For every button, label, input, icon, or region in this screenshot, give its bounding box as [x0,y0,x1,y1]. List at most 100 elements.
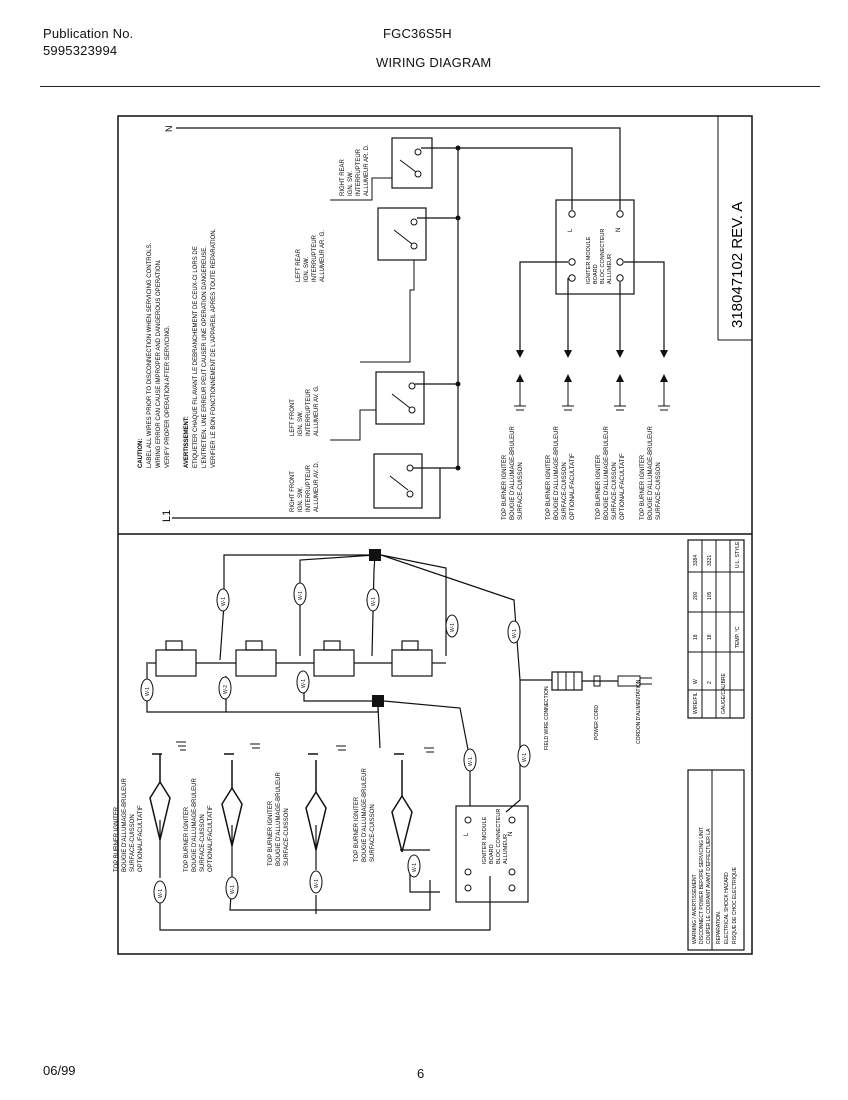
svg-text:BLOC CONNECTEUR: BLOC CONNECTEUR [600,229,606,284]
neutral-label: N [164,126,174,133]
svg-text:COUPER LE COURANT AVANT D'EFFE: COUPER LE COURANT AVANT D'EFFECTUER LA [706,828,712,944]
svg-text:BOUGIE D'ALLUMAGE-BRULEUR: BOUGIE D'ALLUMAGE-BRULEUR [604,426,610,520]
svg-text:IGN. SW.: IGN. SW. [298,487,304,512]
svg-text:L: L [568,228,574,232]
svg-text:WARNING / AVERTISSEMENT: WARNING / AVERTISSEMENT [692,874,698,944]
wire-tag: W-1 [366,588,380,612]
svg-text:2: 2 [707,681,713,684]
svg-text:N: N [508,832,514,836]
svg-text:W-1: W-1 [298,591,304,600]
svg-text:L: L [464,832,470,836]
svg-text:N: N [616,228,622,232]
model-number: FGC36S5H [383,26,452,41]
switch-label-right-front: RIGHT FRONT IGN. SW. INTERRUPTEUR ALLUME… [290,461,320,512]
field-wire-label: FIELD WIRE CONNECTION [544,686,550,750]
publication-number: 5995323994 [43,43,118,58]
svg-text:W-1: W-1 [522,753,528,762]
wire-tag: W-1 [153,880,167,904]
svg-text:IGNITER MODULE: IGNITER MODULE [482,816,488,864]
svg-text:REPARATION.: REPARATION. [716,911,722,944]
svg-text:SURFACE-CUISSON: SURFACE-CUISSON [656,462,662,520]
svg-text:SURFACE-CUISSON: SURFACE-CUISSON [130,814,136,872]
diagram-frame [117,115,753,955]
switch-body-left-rear [235,649,277,677]
svg-text:DISCONNECT POWER BEFORE SERVIC: DISCONNECT POWER BEFORE SERVICING UNIT. [699,826,705,944]
svg-text:TOP BURNER IGNITER: TOP BURNER IGNITER [546,454,552,520]
svg-text:INTERRUPTEUR: INTERRUPTEUR [312,234,318,282]
svg-text:ALLUMEUR: ALLUMEUR [607,254,613,284]
page-title: WIRING DIAGRAM [376,55,492,70]
svg-text:IGNITER MODULE: IGNITER MODULE [586,236,592,284]
ignition-switch-right-front [373,453,458,509]
svg-text:W-1: W-1 [145,687,151,696]
svg-text:ALLUMEUR AR. G.: ALLUMEUR AR. G. [320,230,326,282]
caution-title: CAUTION: [138,439,144,468]
svg-text:BOUGIE D'ALLUMAGE-BRULEUR: BOUGIE D'ALLUMAGE-BRULEUR [192,778,198,872]
power-cord-label: POWER CORD [594,705,600,740]
line-label: L1 [161,510,173,522]
igniter-label-top-4: TOP BURNER IGNITER BOUGIE D'ALLUMAGE-BRU… [640,426,662,520]
svg-text:TOP BURNER IGNITER: TOP BURNER IGNITER [114,806,120,872]
svg-text:RIGHT REAR: RIGHT REAR [340,158,346,196]
svg-text:W-1: W-1 [221,597,227,606]
svg-text:OPTIONAL/FACULTATIF: OPTIONAL/FACULTATIF [138,805,144,872]
caution-line: LABEL ALL WIRES PRIOR TO DISCONNECTION W… [147,242,153,468]
svg-text:INTERRUPTEUR: INTERRUPTEUR [306,464,312,512]
ignition-switch-right-rear [330,137,458,201]
publication-label: Publication No. [43,26,134,41]
svg-text:W-1: W-1 [301,679,307,688]
svg-text:200: 200 [693,591,699,600]
igniter-label-bottom-1: TOP BURNER IGNITER BOUGIE D'ALLUMAGE-BRU… [114,778,144,872]
switch-label-left-front: LEFT FRONT IGN. SW. INTERRUPTEUR ALLUMEU… [290,385,320,436]
svg-text:RISQUE DE CHOC ELECTRIQUE: RISQUE DE CHOC ELECTRIQUE [732,866,738,944]
svg-text:W-1: W-1 [158,889,164,898]
svg-text:TOP BURNER IGNITER: TOP BURNER IGNITER [184,806,190,872]
svg-text:LEFT FRONT: LEFT FRONT [290,399,296,436]
svg-text:3384: 3384 [693,555,699,566]
svg-text:TOP BURNER IGNITER: TOP BURNER IGNITER [354,796,360,862]
igniter-label-bottom-4: TOP BURNER IGNITER BOUGIE D'ALLUMAGE-BRU… [354,768,376,862]
wire-tag: W-1 [216,588,230,612]
svg-text:W-1: W-1 [450,623,456,632]
switch-label-left-rear: LEFT REAR IGN. SW. INTERRUPTEUR ALLUMEUR… [296,230,326,282]
svg-text:BOUGIE D'ALLUMAGE-BRULEUR: BOUGIE D'ALLUMAGE-BRULEUR [122,778,128,872]
igniter-label-bottom-2: TOP BURNER IGNITER BOUGIE D'ALLUMAGE-BRU… [184,778,214,872]
svg-text:BOARD: BOARD [489,844,495,864]
svg-text:BOARD: BOARD [593,264,599,284]
svg-text:W-1: W-1 [371,597,377,606]
power-cord [551,671,652,691]
igniter-bottom-2 [221,753,243,847]
igniter-label-top-3: TOP BURNER IGNITER BOUGIE D'ALLUMAGE-BRU… [596,426,626,520]
svg-text:U.L. STYLE: U.L. STYLE [735,541,741,568]
svg-text:OPTIONAL/FACULTATIF: OPTIONAL/FACULTATIF [570,453,576,520]
switch-label-right-rear: RIGHT REAR IGN. SW. INTERRUPTEUR ALLUMEU… [340,144,370,196]
svg-text:3321: 3321 [707,555,713,566]
igniter-label-bottom-3: TOP BURNER IGNITER BOUGIE D'ALLUMAGE-BRU… [268,772,290,866]
part-number: 318047102 REV. A [729,202,746,328]
header-rule [40,86,820,87]
wire-tag: W-1 [293,582,307,606]
power-cord-label-fr: CORDON D'ALIMENTATION [636,679,642,744]
igniter-bottom-4 [391,753,413,853]
svg-text:OPTIONAL/FACULTATIF: OPTIONAL/FACULTATIF [620,453,626,520]
igniter-bottom-1 [149,753,171,841]
caution-block: CAUTION: LABEL ALL WIRES PRIOR TO DISCON… [138,228,217,468]
svg-text:SURFACE-CUISSON: SURFACE-CUISSON [284,808,290,866]
wire-tag: W-1 [517,744,531,768]
igniter-label-top-1: TOP BURNER IGNITER BOUGIE D'ALLUMAGE-BRU… [502,426,524,520]
svg-text:RIGHT FRONT: RIGHT FRONT [290,471,296,512]
caution-line: WIRING ERROR CAN CAUSE IMPROPER AND DANG… [156,259,162,468]
wire-tag: W-1 [445,614,459,638]
svg-text:ALLUMEUR AV. D.: ALLUMEUR AV. D. [314,461,320,512]
svg-text:SURFACE-CUISSON: SURFACE-CUISSON [518,462,524,520]
igniter-label-top-2: TOP BURNER IGNITER BOUGIE D'ALLUMAGE-BRU… [546,426,576,520]
wire-tag: W-1 [407,854,421,878]
svg-text:GAUGE/CALIBRE: GAUGE/CALIBRE [721,672,727,714]
igniter-module-bottom: IGNITER MODULE BOARD BLOC CONNECTEUR ALL… [455,805,529,903]
avertissement-title: AVERTISSEMENT: [184,416,190,468]
svg-text:SURFACE-CUISSON: SURFACE-CUISSON [200,814,206,872]
svg-text:W-1: W-1 [512,629,518,638]
switch-body-right-front [391,649,433,677]
page-number: 6 [417,1066,425,1081]
svg-text:W-1: W-1 [412,863,418,872]
